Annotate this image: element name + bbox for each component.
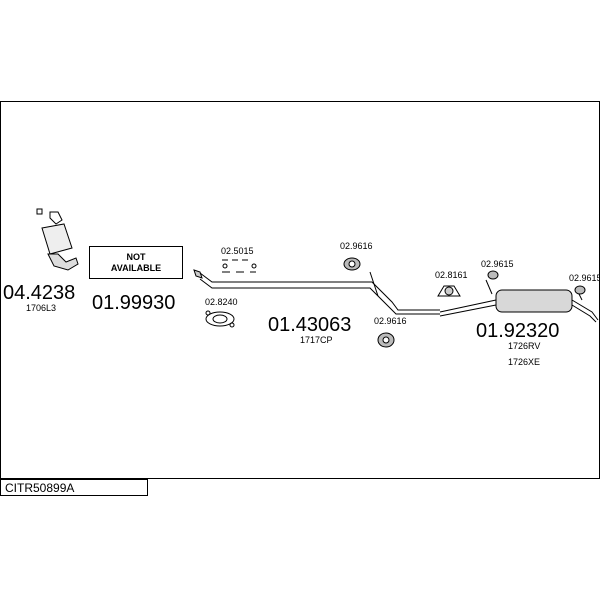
not-available-box: NOT AVAILABLE bbox=[89, 246, 183, 279]
rear-clamp-drawing bbox=[437, 285, 461, 297]
not-available-line-1: NOT bbox=[126, 252, 146, 262]
hanger-upper-drawing bbox=[343, 257, 361, 271]
rear-silencer-number: 01.92320 bbox=[476, 320, 560, 342]
rear-hanger-right-drawing bbox=[574, 285, 586, 301]
rear-hanger-left-drawing bbox=[485, 270, 499, 295]
rear-hanger-left-number: 02.9615 bbox=[481, 259, 514, 269]
front-gasket-drawing bbox=[193, 259, 257, 279]
hanger-upper-number: 02.9616 bbox=[340, 241, 373, 251]
middle-pipe-drawing bbox=[199, 271, 440, 315]
hanger-lower-drawing bbox=[377, 332, 395, 348]
rear-hanger-right-number: 02.9615 bbox=[569, 273, 600, 283]
hanger-lower-number: 02.9616 bbox=[374, 316, 407, 326]
rear-clamp-number: 02.8161 bbox=[435, 270, 468, 280]
catalyst-sub-code: 1706L3 bbox=[26, 303, 57, 313]
clamp-ring-number: 02.8240 bbox=[205, 297, 238, 307]
not-available-line-2: AVAILABLE bbox=[110, 263, 162, 273]
front-gasket-number: 02.5015 bbox=[221, 246, 254, 256]
na-part-number: 01.99930 bbox=[92, 292, 176, 314]
rear-silencer-drawing bbox=[439, 289, 599, 323]
clamp-ring-drawing bbox=[205, 310, 235, 328]
catalyst-drawing bbox=[36, 208, 79, 271]
middle-pipe-sub-code: 1717CP bbox=[300, 335, 333, 345]
diagram-code: CITR50899A bbox=[5, 481, 75, 495]
rear-silencer-sub-code-2: 1726XE bbox=[508, 357, 541, 367]
diagram-code-box: CITR50899A bbox=[0, 479, 148, 496]
rear-silencer-sub-code-1: 1726RV bbox=[508, 341, 541, 351]
catalyst-part-number: 04.4238 bbox=[3, 282, 76, 304]
middle-pipe-number: 01.43063 bbox=[268, 314, 352, 336]
